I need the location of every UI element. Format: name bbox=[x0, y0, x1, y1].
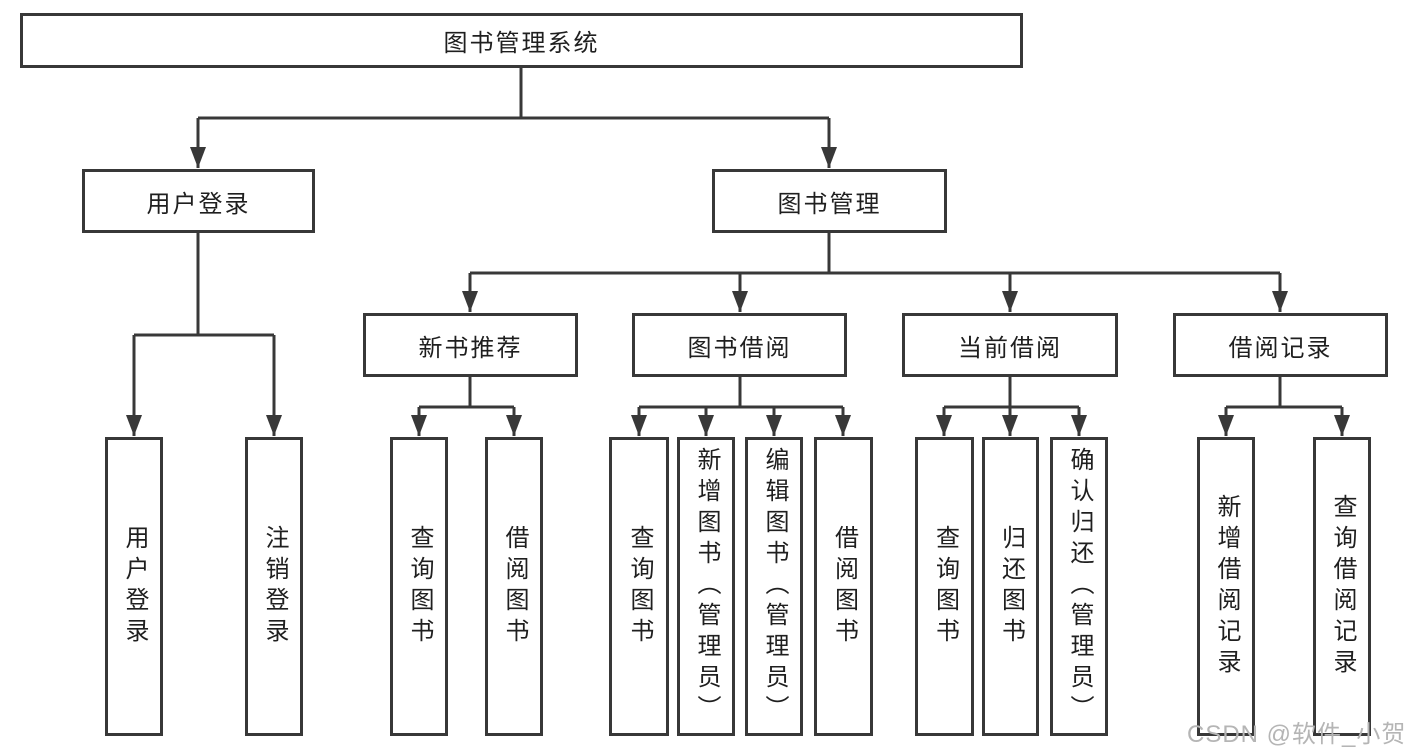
leaf-record-query-borrow-record-label: 查询借阅记录 bbox=[1329, 493, 1356, 680]
leaf-borrowing-edit-books-admin-label: 编辑图书（管理员） bbox=[761, 447, 788, 726]
leaf-current-query-books-label: 查询图书 bbox=[931, 524, 959, 649]
leaf-current-confirm-return-admin-label: 确认归还（管理员） bbox=[1066, 447, 1093, 726]
leaf-newbook-borrow-books-label: 借阅图书 bbox=[501, 524, 528, 649]
leaf-current-query-books: 查询图书 bbox=[915, 437, 974, 736]
leaf-record-query-borrow-record: 查询借阅记录 bbox=[1313, 437, 1371, 736]
leaf-current-confirm-return-admin: 确认归还（管理员） bbox=[1050, 437, 1108, 736]
leaf-borrowing-edit-books-admin: 编辑图书（管理员） bbox=[745, 437, 803, 736]
leaf-user-login: 用户登录 bbox=[105, 437, 163, 736]
node-book-borrowing: 图书借阅 bbox=[632, 313, 847, 377]
leaf-logout: 注销登录 bbox=[245, 437, 303, 736]
leaf-current-return-books: 归还图书 bbox=[982, 437, 1039, 736]
leaf-record-add-borrow-record-label: 新增借阅记录 bbox=[1213, 493, 1240, 680]
node-current-borrowing: 当前借阅 bbox=[902, 313, 1118, 377]
leaf-record-add-borrow-record: 新增借阅记录 bbox=[1197, 437, 1255, 736]
leaf-borrowing-add-books-admin-label: 新增图书（管理员） bbox=[693, 447, 720, 726]
leaf-current-return-books-label: 归还图书 bbox=[997, 524, 1025, 649]
node-new-book-recommend: 新书推荐 bbox=[363, 313, 578, 377]
csdn-watermark: CSDN @软件_小贺同学 bbox=[1187, 721, 1405, 747]
leaf-newbook-query-books: 查询图书 bbox=[390, 437, 448, 736]
leaf-user-login-label: 用户登录 bbox=[121, 524, 148, 649]
leaf-logout-label: 注销登录 bbox=[261, 524, 288, 649]
node-user-login: 用户登录 bbox=[82, 169, 315, 233]
leaf-borrowing-borrow-books-label: 借阅图书 bbox=[830, 524, 858, 649]
leaf-borrowing-add-books-admin: 新增图书（管理员） bbox=[677, 437, 735, 736]
leaf-newbook-query-books-label: 查询图书 bbox=[406, 524, 433, 649]
node-book-management: 图书管理 bbox=[712, 169, 947, 233]
leaf-newbook-borrow-books: 借阅图书 bbox=[485, 437, 543, 736]
node-borrowing-record: 借阅记录 bbox=[1173, 313, 1388, 377]
node-root: 图书管理系统 bbox=[20, 13, 1023, 68]
leaf-borrowing-query-books: 查询图书 bbox=[609, 437, 669, 736]
leaf-borrowing-borrow-books: 借阅图书 bbox=[814, 437, 873, 736]
leaf-borrowing-query-books-label: 查询图书 bbox=[626, 524, 653, 649]
